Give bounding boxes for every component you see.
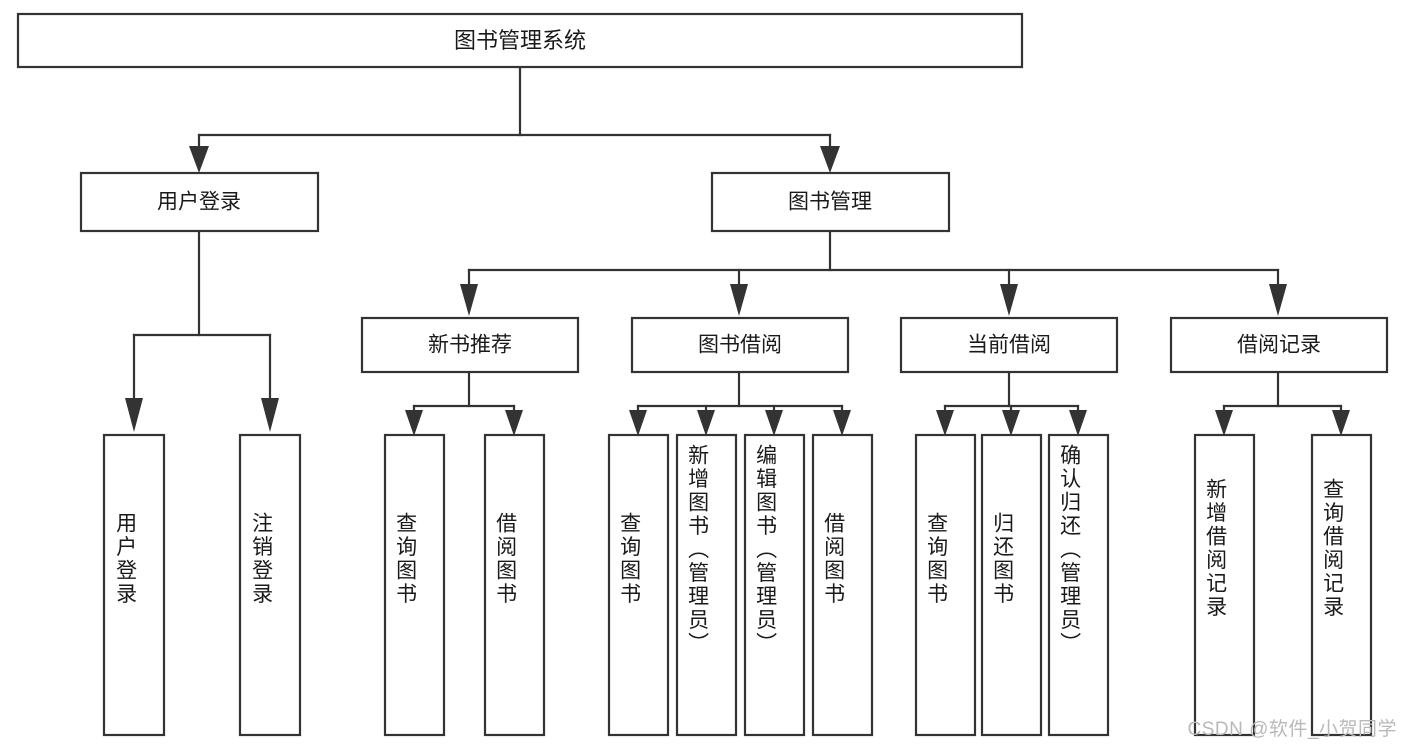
node-new-book-recommend-box[interactable] (360, 316, 580, 374)
node-root-label: 图书管理系统 (454, 28, 586, 53)
leaf-box-book-borrow-3[interactable] (743, 433, 806, 737)
leaf-box-book-borrow-2[interactable] (675, 433, 738, 737)
arrow-root-to-bookmgmt (820, 146, 840, 173)
node-root-box[interactable] (16, 12, 1024, 69)
leaf-box-book-borrow-1[interactable] (607, 433, 670, 737)
arrow-userlogin-leaf-2 (261, 398, 279, 432)
connector-layer (125, 65, 1350, 436)
arrow-newbook-leaf-2 (505, 410, 523, 436)
node-user-login-label: 用户登录 (157, 191, 241, 214)
node-borrow-record-label: 借阅记录 (1237, 334, 1321, 357)
arrow-bookmgmt-to-current (1000, 284, 1018, 316)
leaf-box-current-borrow-2[interactable] (980, 433, 1043, 737)
node-current-borrow-label: 当前借阅 (967, 334, 1051, 357)
node-user-login-box[interactable] (79, 171, 320, 233)
node-book-borrow-label: 图书借阅 (698, 334, 782, 357)
node-current-borrow-box[interactable] (899, 316, 1119, 374)
node-new-book-recommend-label: 新书推荐 (428, 334, 512, 357)
leaf-box-new-book-2[interactable] (483, 433, 546, 737)
leaf-box-current-borrow-3[interactable] (1047, 433, 1110, 737)
arrow-borrow-leaf-1 (629, 410, 647, 436)
arrow-bookmgmt-to-newbook (460, 284, 478, 316)
arrow-current-leaf-3 (1069, 410, 1087, 436)
node-book-borrow-box[interactable] (630, 316, 850, 374)
arrow-current-leaf-2 (1002, 410, 1020, 436)
arrow-newbook-leaf-1 (405, 410, 423, 436)
leaf-box-user-login-2[interactable] (238, 433, 302, 737)
leaf-box-current-borrow-1[interactable] (914, 433, 977, 737)
watermark-text: CSDN @软件_小贺同学 (1187, 719, 1397, 740)
node-layer: 图书管理系统 用户登录 图书管理 新书推荐 图书借阅 当前借阅 借阅记录 (16, 12, 1389, 737)
node-book-management-label: 图书管理 (788, 191, 872, 214)
arrow-record-leaf-2 (1332, 410, 1350, 436)
arrow-bookmgmt-to-record (1269, 284, 1287, 316)
node-borrow-record-box[interactable] (1169, 316, 1389, 374)
arrow-root-to-userlogin (189, 146, 209, 173)
leaf-box-book-borrow-4[interactable] (811, 433, 874, 737)
leaf-box-borrow-record-1[interactable] (1193, 433, 1256, 737)
arrow-borrow-leaf-2 (697, 410, 715, 436)
leaf-box-borrow-record-2[interactable] (1310, 433, 1373, 737)
leaf-box-new-book-1[interactable] (383, 433, 446, 737)
arrow-borrow-leaf-3 (765, 410, 783, 436)
leaf-box-user-login-1[interactable] (102, 433, 166, 737)
arrow-current-leaf-1 (936, 410, 954, 436)
arrow-record-leaf-1 (1215, 410, 1233, 436)
arrow-bookmgmt-to-borrow (730, 284, 748, 316)
arrow-borrow-leaf-4 (833, 410, 851, 436)
arrow-userlogin-leaf-1 (125, 398, 143, 432)
node-book-management-box[interactable] (710, 171, 951, 233)
